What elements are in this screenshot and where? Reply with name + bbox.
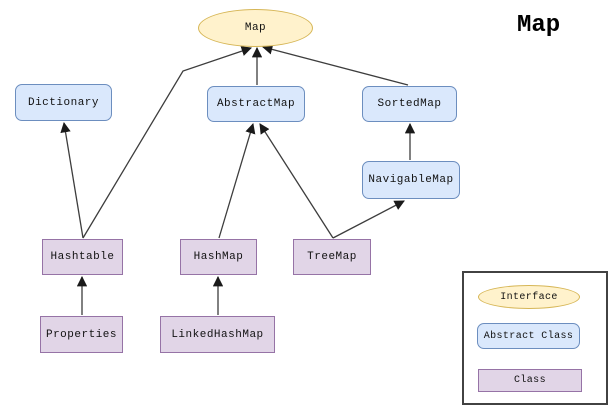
edge-treemap-to-abstractmap — [259, 123, 334, 239]
legend-class-sample: Class — [478, 369, 582, 392]
edge-treemap-to-navigablemap — [332, 200, 405, 239]
node-dictionary: Dictionary — [15, 84, 112, 121]
diagram-title: Map — [517, 12, 561, 39]
legend-abstract-class-sample: Abstract Class — [477, 323, 580, 349]
node-properties: Properties — [40, 316, 123, 353]
node-navigablemap: NavigableMap — [362, 161, 460, 199]
node-treemap: TreeMap — [293, 239, 371, 275]
edge-sortedmap-to-map — [261, 44, 409, 86]
node-hashmap: HashMap — [180, 239, 257, 275]
node-sortedmap: SortedMap — [362, 86, 457, 122]
edge-hashtable-to-map — [82, 46, 252, 239]
node-map-interface: Map — [198, 9, 313, 47]
node-abstractmap: AbstractMap — [207, 86, 305, 122]
edge-hashtable-to-dictionary — [60, 121, 84, 239]
node-linkedhashmap: LinkedHashMap — [160, 316, 275, 353]
edge-hashmap-to-abstractmap — [218, 123, 256, 239]
legend-box: Interface Abstract Class Class — [462, 271, 608, 405]
legend-interface-sample: Interface — [478, 285, 580, 309]
node-hashtable: Hashtable — [42, 239, 123, 275]
